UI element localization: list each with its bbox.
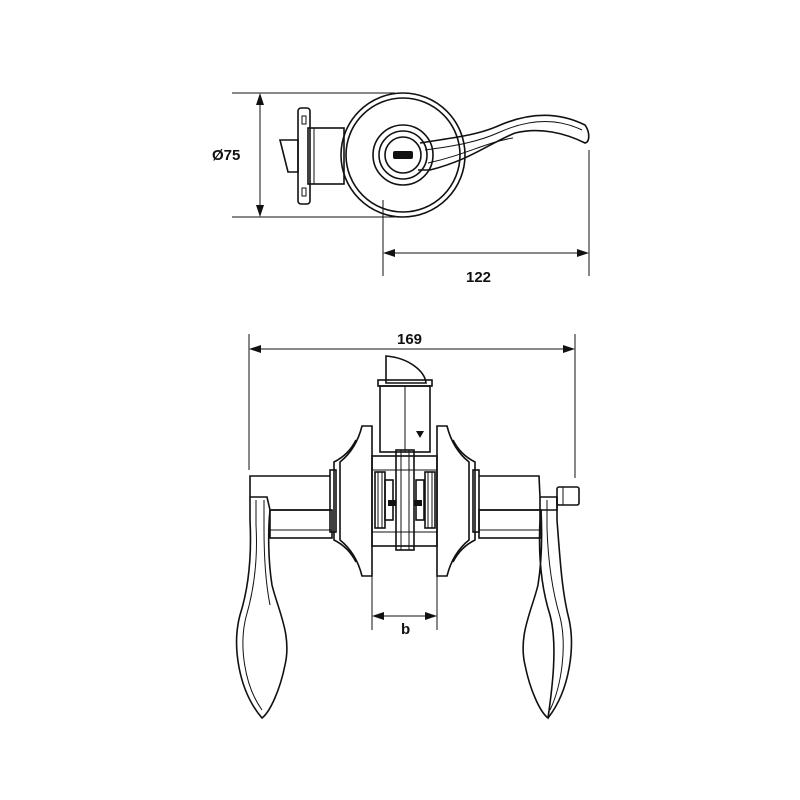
rose — [340, 92, 466, 218]
lever-handle — [418, 114, 590, 171]
plan-view: 169 — [235, 331, 580, 720]
right-rose — [436, 425, 480, 577]
right-lever — [478, 475, 580, 720]
latch-bolt — [377, 355, 433, 453]
diameter-dimension: Ø75 — [212, 92, 395, 218]
backset-label: b — [401, 621, 410, 638]
width-dimension: 169 — [248, 331, 576, 478]
length-dimension: 122 — [382, 150, 590, 286]
length-label: 122 — [466, 269, 491, 286]
chassis-mechanism — [371, 449, 438, 551]
latch-plate — [278, 107, 345, 205]
left-rose — [329, 425, 373, 577]
backset-dimension: b — [371, 576, 438, 638]
diameter-label: Ø75 — [212, 147, 240, 164]
width-label: 169 — [397, 331, 422, 348]
left-lever — [235, 475, 333, 720]
side-view: Ø75 122 — [212, 92, 590, 286]
